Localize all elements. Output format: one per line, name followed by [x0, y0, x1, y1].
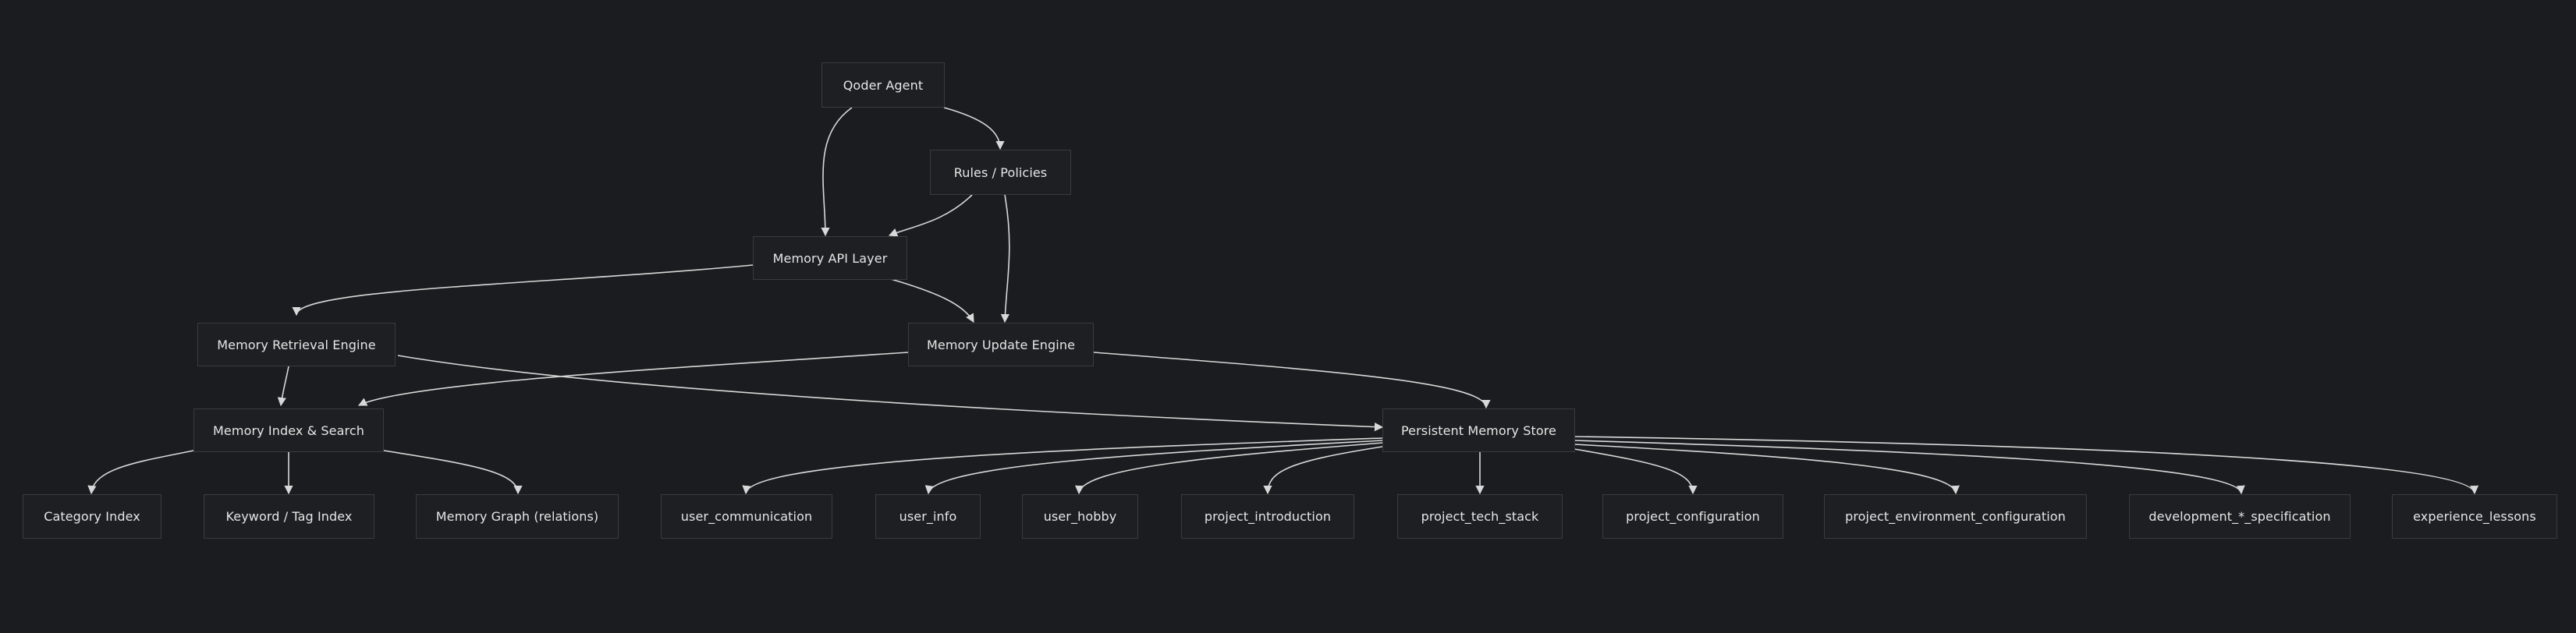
node-label: project_introduction [1204, 509, 1332, 524]
edge-store-ucomm [742, 437, 1383, 495]
node-label: user_communication [680, 509, 813, 524]
node-label: project_tech_stack [1421, 509, 1539, 524]
node-label: Category Index [44, 509, 140, 524]
edge-store-penv [1574, 444, 1960, 495]
node-label: Keyword / Tag Index [225, 509, 353, 524]
node-category-index[interactable]: Category Index [23, 494, 161, 539]
node-label: project_environment_configuration [1845, 509, 2066, 524]
node-memory-graph[interactable]: Memory Graph (relations) [416, 494, 619, 539]
edge-rules-update [1000, 194, 1010, 324]
node-rules-policies[interactable]: Rules / Policies [930, 150, 1071, 195]
node-experience-lessons[interactable]: experience_lessons [2392, 494, 2557, 539]
node-label: Memory Index & Search [213, 423, 364, 438]
node-project-introduction[interactable]: project_introduction [1181, 494, 1354, 539]
node-user-communication[interactable]: user_communication [661, 494, 832, 539]
node-memory-api-layer[interactable]: Memory API Layer [753, 236, 907, 280]
node-user-hobby[interactable]: user_hobby [1022, 494, 1138, 539]
node-project-configuration[interactable]: project_configuration [1602, 494, 1783, 539]
edge-store-devspec [1574, 440, 2245, 495]
edge-retrieval-store [397, 355, 1384, 432]
node-memory-index-search[interactable]: Memory Index & Search [193, 408, 384, 452]
node-memory-retrieval-engine[interactable]: Memory Retrieval Engine [197, 323, 396, 366]
edge-update-store [1093, 352, 1491, 409]
edge-store-pintro [1263, 446, 1383, 495]
edge-store-uinfo [924, 440, 1383, 495]
edge-index-graph [383, 450, 523, 495]
edge-retrieval-index [277, 366, 289, 407]
node-label: Memory API Layer [772, 250, 888, 266]
node-user-info[interactable]: user_info [875, 494, 981, 539]
edge-store-pconf [1574, 448, 1698, 495]
edge-agent-rules [943, 107, 1005, 150]
node-project-environment-configuration[interactable]: project_environment_configuration [1824, 494, 2087, 539]
node-label: Qoder Agent [843, 77, 924, 93]
node-label: development_*_specification [2148, 509, 2331, 524]
edge-update-index [357, 352, 909, 406]
edge-store-exp [1574, 436, 2479, 495]
node-project-tech-stack[interactable]: project_tech_stack [1397, 494, 1563, 539]
node-label: Memory Graph (relations) [435, 509, 599, 524]
edge-api-retrieval [292, 264, 754, 316]
edge-agent-api [821, 107, 853, 237]
node-label: Memory Update Engine [926, 337, 1076, 352]
node-persistent-memory-store[interactable]: Persistent Memory Store [1382, 408, 1575, 452]
node-label: user_hobby [1043, 509, 1117, 524]
node-label: user_info [899, 509, 957, 524]
node-label: Persistent Memory Store [1401, 423, 1556, 438]
edge-index-cat [87, 450, 194, 495]
node-development-specification[interactable]: development_*_specification [2129, 494, 2351, 539]
node-label: Memory Retrieval Engine [217, 337, 376, 352]
edge-api-update [890, 278, 974, 323]
edge-store-uhobby [1075, 442, 1383, 495]
edge-rules-api [888, 194, 973, 237]
node-label: Rules / Policies [953, 164, 1048, 180]
node-label: experience_lessons [2413, 509, 2536, 524]
node-qoder-agent[interactable]: Qoder Agent [821, 62, 945, 108]
node-label: project_configuration [1626, 509, 1760, 524]
node-keyword-tag-index[interactable]: Keyword / Tag Index [204, 494, 374, 539]
node-memory-update-engine[interactable]: Memory Update Engine [908, 323, 1094, 366]
